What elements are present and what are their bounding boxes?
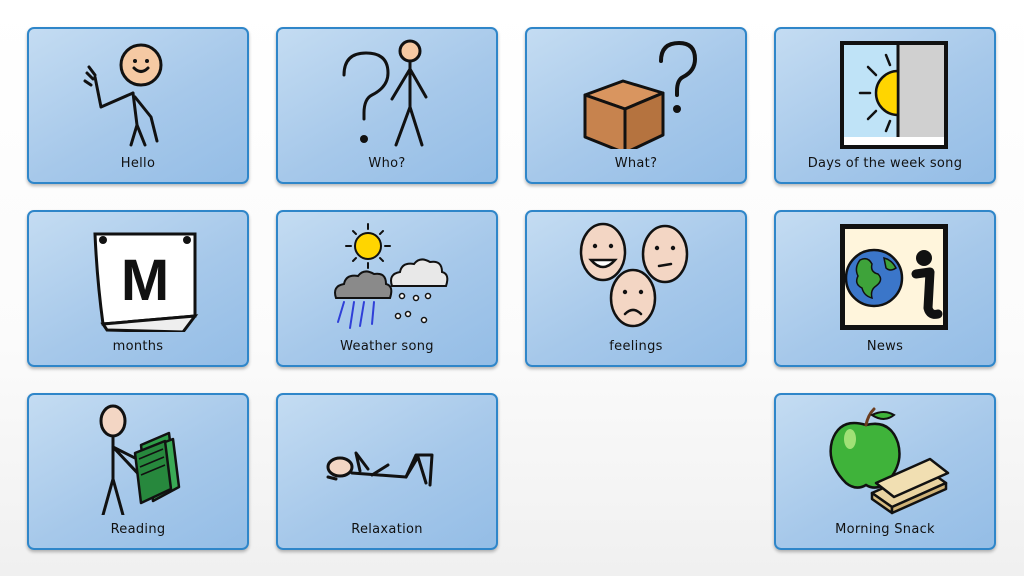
- waving-person-icon: [73, 37, 203, 149]
- tile-months[interactable]: M months: [27, 210, 249, 367]
- tile-label: Who?: [368, 156, 406, 171]
- calendar-m-icon: M: [73, 220, 203, 332]
- tile-hello[interactable]: Hello: [27, 27, 249, 184]
- tile-feelings[interactable]: feelings: [525, 210, 747, 367]
- tile-news[interactable]: News: [774, 210, 996, 367]
- apple-sandwich-icon: [820, 403, 950, 515]
- tile-label: feelings: [609, 339, 663, 354]
- symbol-board: Hello Who?: [27, 27, 998, 550]
- svg-text:M: M: [121, 248, 169, 313]
- day-window-icon: [820, 37, 950, 149]
- tile-weather-song[interactable]: Weather song: [276, 210, 498, 367]
- empty-slot: [525, 393, 747, 550]
- tile-label: News: [866, 339, 904, 354]
- lying-person-icon: [322, 403, 452, 515]
- tile-morning-snack[interactable]: Morning Snack: [774, 393, 996, 550]
- tile-reading[interactable]: Reading: [27, 393, 249, 550]
- tile-label: Hello: [120, 156, 156, 171]
- tile-label: Reading: [110, 522, 166, 537]
- tile-label: Relaxation: [351, 522, 423, 537]
- tile-days-of-week[interactable]: Days of the week song: [774, 27, 996, 184]
- tile-who[interactable]: Who?: [276, 27, 498, 184]
- reading-person-icon: [73, 403, 203, 515]
- tile-relaxation[interactable]: Relaxation: [276, 393, 498, 550]
- tile-label: months: [112, 339, 164, 354]
- tile-label: Days of the week song: [807, 156, 963, 171]
- weather-icon: [322, 220, 452, 332]
- faces-icon: [571, 220, 701, 332]
- tile-label: Weather song: [340, 339, 434, 354]
- question-person-icon: [322, 37, 452, 149]
- tile-label: What?: [614, 156, 658, 171]
- question-box-icon: [571, 37, 701, 149]
- tile-label: Morning Snack: [835, 522, 935, 537]
- news-globe-icon: [820, 220, 950, 332]
- tile-what[interactable]: What?: [525, 27, 747, 184]
